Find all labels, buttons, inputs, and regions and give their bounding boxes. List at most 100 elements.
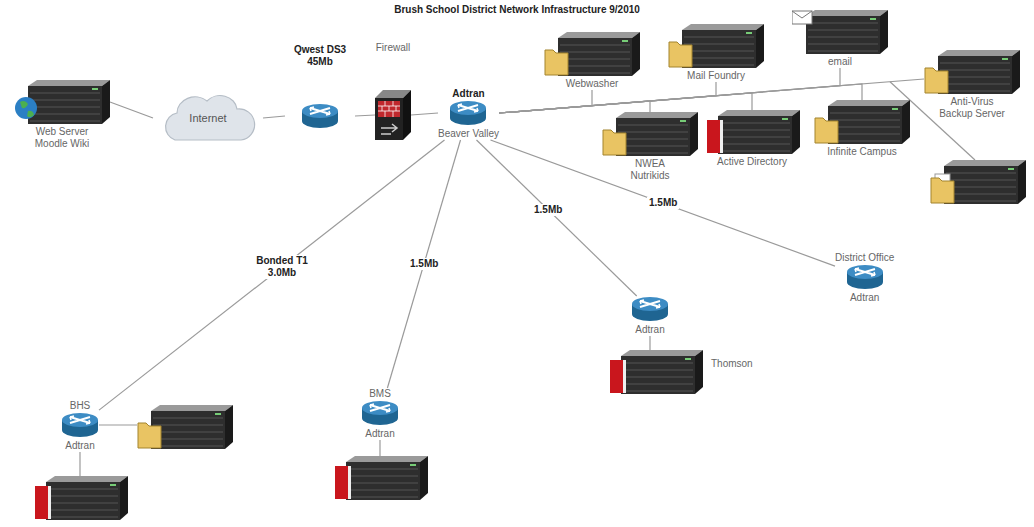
node-label: Qwest DS3 45Mb [285,44,355,68]
icon-part [348,490,418,491]
icon-part [348,476,418,477]
icon-part [153,425,223,426]
node-label: BHS [70,400,91,412]
icon-part [720,120,723,153]
icon-part [560,59,630,60]
router-icon [631,296,669,322]
icon-part [814,100,910,144]
router-icon [61,412,99,438]
icon-part [361,400,399,426]
link-speed-label: 1.5Mb [647,197,679,209]
node-label: Internet [189,112,226,124]
icon-part [137,405,233,449]
network-link [499,84,862,113]
server-node: NWEA Nutrikids [602,112,698,182]
server-icon [668,24,764,68]
icon-part [846,264,884,290]
node-label: Adtran [850,292,879,304]
icon-part [684,51,754,52]
router-icon [361,400,399,426]
server-node: Mail Foundry [668,24,764,82]
icon-part [616,112,698,118]
icon-part [610,360,623,393]
icon-part [153,446,223,447]
icon-part [680,120,686,122]
icon-part [792,11,812,24]
icon-part [806,10,888,16]
icon-part [946,201,1016,202]
icon-part [944,160,1026,166]
icon-part [560,73,630,74]
icon-part [1018,160,1026,204]
icon-part [682,24,764,30]
icon-part [28,86,102,124]
icon-part [621,350,703,356]
icon-part [560,45,630,46]
icon-part [828,100,910,106]
icon-part [450,101,486,115]
icon-part [931,178,954,203]
icon-part [640,301,660,307]
icon-part [138,423,161,448]
router-icon [846,264,884,290]
icon-part [622,40,628,42]
icon-part [855,268,875,276]
icon-part [153,432,223,433]
icon-part [46,482,120,520]
server-node: Active Directory [704,110,800,168]
network-wire [79,452,80,476]
icon-part [830,141,900,142]
icon-part [718,116,792,154]
icon-part [30,100,100,101]
node-label: Thomson [711,358,753,370]
network-link [649,336,650,350]
router-node: AdtranBeaver Valley [438,88,499,140]
icon-part [348,483,418,484]
icon-part [558,38,632,76]
network-link [110,102,153,118]
icon-part [375,90,411,140]
icon-part [70,417,90,423]
icon-part [623,363,693,364]
icon-part [940,70,1010,71]
icon-part [830,127,900,128]
icon-part [153,439,223,440]
link-speed-label: Bonded T1 3.0Mb [249,255,315,279]
server-icon [814,100,910,144]
icon-part [618,153,688,154]
icon-part [153,418,223,419]
icon-part [545,50,568,75]
icon-part [62,413,98,427]
icon-part [375,98,403,140]
icon-part [684,44,754,45]
icon-part [792,110,800,154]
icon-part [808,44,878,45]
icon-part [640,300,660,308]
cloud-node: Internet [153,92,263,144]
icon-part [944,166,1018,204]
icon-part [618,132,688,133]
icon-part [92,88,98,90]
icon-part [618,139,688,140]
icon-part [621,356,695,394]
icon-part [718,110,800,116]
icon-part [684,37,754,38]
icon-part [616,118,690,156]
icon-part [925,68,948,93]
icon-part [940,84,1010,85]
icon-part [690,112,698,156]
icon-part [684,58,754,59]
icon-part [720,144,790,145]
firewall-node: Firewall [375,42,411,140]
network-link [387,140,460,388]
icon-part [70,416,90,424]
icon-part [151,405,233,411]
network-link [99,140,445,410]
icon-part [1002,58,1008,60]
icon-part [560,52,630,53]
icon-part [346,462,420,500]
network-link [263,116,285,118]
server-node: Webwasher [544,32,640,90]
icon-part [707,120,720,153]
